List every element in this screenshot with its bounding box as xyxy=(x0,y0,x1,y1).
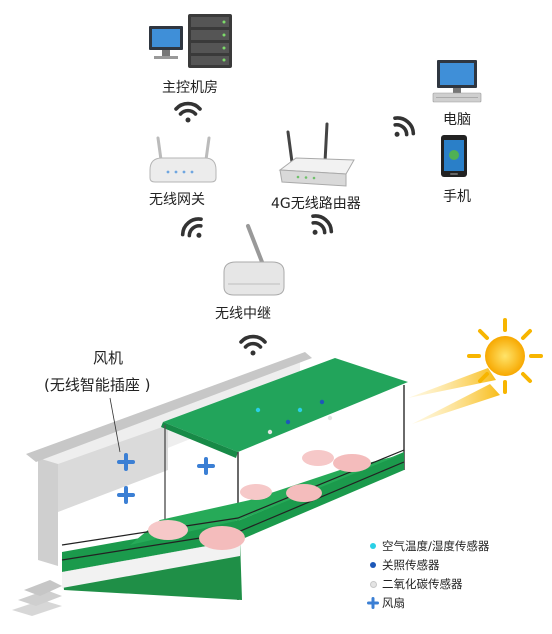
legend-item-fan: 风扇 xyxy=(366,595,546,614)
repeater-icon xyxy=(223,224,285,296)
gateway-label: 无线网关 xyxy=(149,192,205,208)
legend-item-temp-humidity: 空气温度/湿度传感器 xyxy=(366,538,546,557)
fan-subtitle: (无线智能插座 ) xyxy=(44,376,151,394)
sun-icon xyxy=(467,318,543,394)
phone-label: 手机 xyxy=(443,189,471,205)
legend: 空气温度/湿度传感器 关照传感器 二氧化碳传感器 风扇 xyxy=(366,538,546,614)
wifi-icon xyxy=(393,116,416,137)
blue-dot-icon xyxy=(370,562,376,568)
fan-icon xyxy=(197,457,215,475)
computer-label: 电脑 xyxy=(443,112,471,128)
legend-item-co2: 二氧化碳传感器 xyxy=(366,576,546,595)
grey-dot-icon xyxy=(370,581,377,588)
fan-icon xyxy=(117,486,135,504)
router-icon xyxy=(278,122,355,187)
wifi-icon xyxy=(180,217,203,238)
wifi-icon xyxy=(239,334,267,356)
sensor-dots xyxy=(255,399,333,435)
router-label: 4G无线路由器 xyxy=(271,196,361,212)
wifi-icon xyxy=(174,101,202,123)
fan-icon xyxy=(117,453,135,471)
phone-icon xyxy=(441,135,467,177)
computer-icon xyxy=(432,60,482,103)
fan-icon xyxy=(367,597,379,609)
wifi-icon xyxy=(311,214,334,235)
legend-item-light: 关照传感器 xyxy=(366,557,546,576)
sun-rays xyxy=(408,368,500,424)
control-room-icon xyxy=(149,14,232,68)
repeater-label: 无线中继 xyxy=(215,306,271,322)
fan-title: 风机 xyxy=(93,349,124,367)
gateway-icon xyxy=(149,136,217,183)
cyan-dot-icon xyxy=(370,543,376,549)
control-room-label: 主控机房 xyxy=(162,80,218,96)
barn xyxy=(12,352,408,616)
